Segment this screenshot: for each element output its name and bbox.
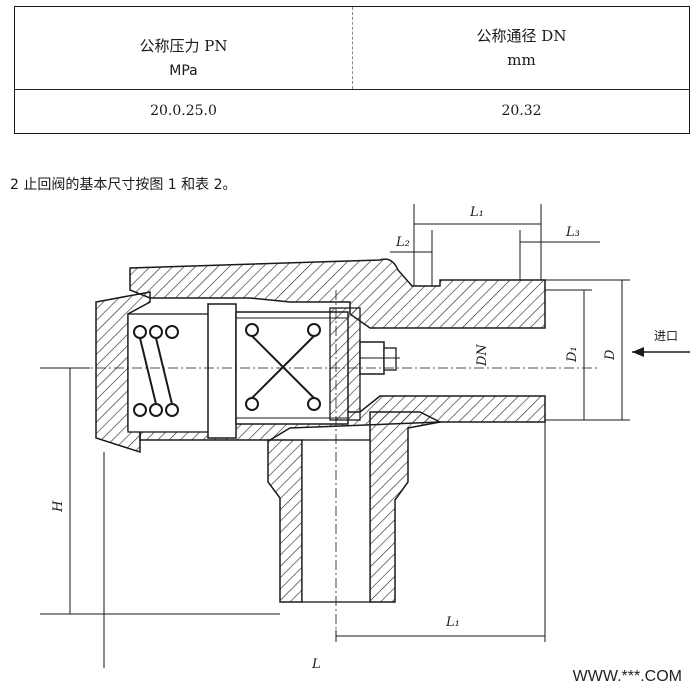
inlet-arrow — [632, 347, 690, 357]
label-l: L — [311, 657, 321, 668]
label-inlet: 进口 — [654, 329, 678, 343]
pn-value: 20.0.25.0 — [150, 103, 217, 119]
label-d1: D₁ — [565, 346, 580, 363]
dimension-note: 2 止回阀的基本尺寸按图 1 和表 2。 — [10, 177, 237, 193]
label-l2: L₂ — [395, 235, 410, 250]
check-valve-drawing: L₁ L₂ L₃ DN D₁ D 进口 H L₁ L — [40, 204, 690, 668]
label-l1-top: L₁ — [469, 205, 484, 220]
dn-unit: mm — [507, 51, 536, 69]
pn-unit: MPa — [169, 63, 198, 79]
pn-header: 公称压力 PN — [139, 37, 228, 55]
label-dn: DN — [475, 344, 490, 367]
dimension-lines — [40, 204, 630, 668]
dn-value: 20.32 — [501, 103, 542, 119]
label-h: H — [51, 500, 66, 513]
spec-table: 公称压力 PN MPa 公称通径 DN mm 20.0.25.0 20.32 — [14, 6, 690, 134]
bonnet-cap — [95, 291, 219, 454]
dn-header: 公称通径 DN — [476, 27, 567, 45]
label-l3: L₃ — [565, 225, 580, 240]
center-lines — [60, 290, 600, 630]
column-divider — [352, 7, 353, 89]
header-divider — [15, 89, 689, 90]
watermark: WWW.***.COM — [572, 668, 682, 685]
label-d: D — [603, 349, 618, 361]
label-l1-bottom: L₁ — [445, 615, 460, 630]
